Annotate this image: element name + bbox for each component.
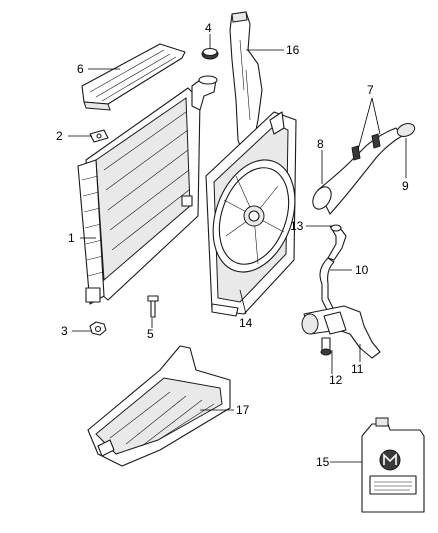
callout-11: 11 — [351, 362, 364, 376]
clip-part — [89, 129, 109, 143]
callout-16: 16 — [286, 43, 300, 57]
coolant-reservoir — [229, 11, 263, 159]
callout-13: 13 — [290, 219, 304, 233]
lower-hose — [301, 305, 381, 359]
callout-4: 4 — [205, 21, 212, 35]
callout-2: 2 — [56, 129, 63, 143]
radiator-cap — [201, 47, 219, 60]
callout-10: 10 — [355, 263, 369, 277]
bolt-part — [147, 295, 159, 318]
callout-8: 8 — [317, 137, 324, 151]
callout-17: 17 — [236, 403, 250, 417]
radiator — [77, 75, 218, 305]
callout-3: 3 — [61, 324, 68, 338]
callout-6: 6 — [77, 62, 84, 76]
callout-12: 12 — [329, 373, 343, 387]
hose-clamp-lower — [371, 133, 381, 149]
callout-1: 1 — [68, 231, 75, 245]
coolant-tube — [319, 257, 335, 313]
callout-7: 7 — [367, 83, 374, 97]
leader-lines — [68, 34, 407, 463]
callout-14: 14 — [239, 316, 253, 330]
callout-5: 5 — [147, 327, 154, 341]
fan-assembly — [205, 111, 297, 317]
air-deflector-lower — [87, 345, 231, 467]
air-deflector-upper — [81, 43, 186, 111]
coolant-jug — [361, 417, 425, 513]
nut-part — [89, 321, 107, 336]
callout-labels: 1 2 3 4 5 6 7 8 9 10 11 12 13 14 15 16 1… — [56, 21, 409, 469]
upper-hose — [312, 123, 416, 215]
callout-15: 15 — [316, 455, 330, 469]
hose-fitting — [320, 337, 332, 356]
callout-9: 9 — [402, 179, 409, 193]
tube-fitting — [327, 224, 347, 261]
